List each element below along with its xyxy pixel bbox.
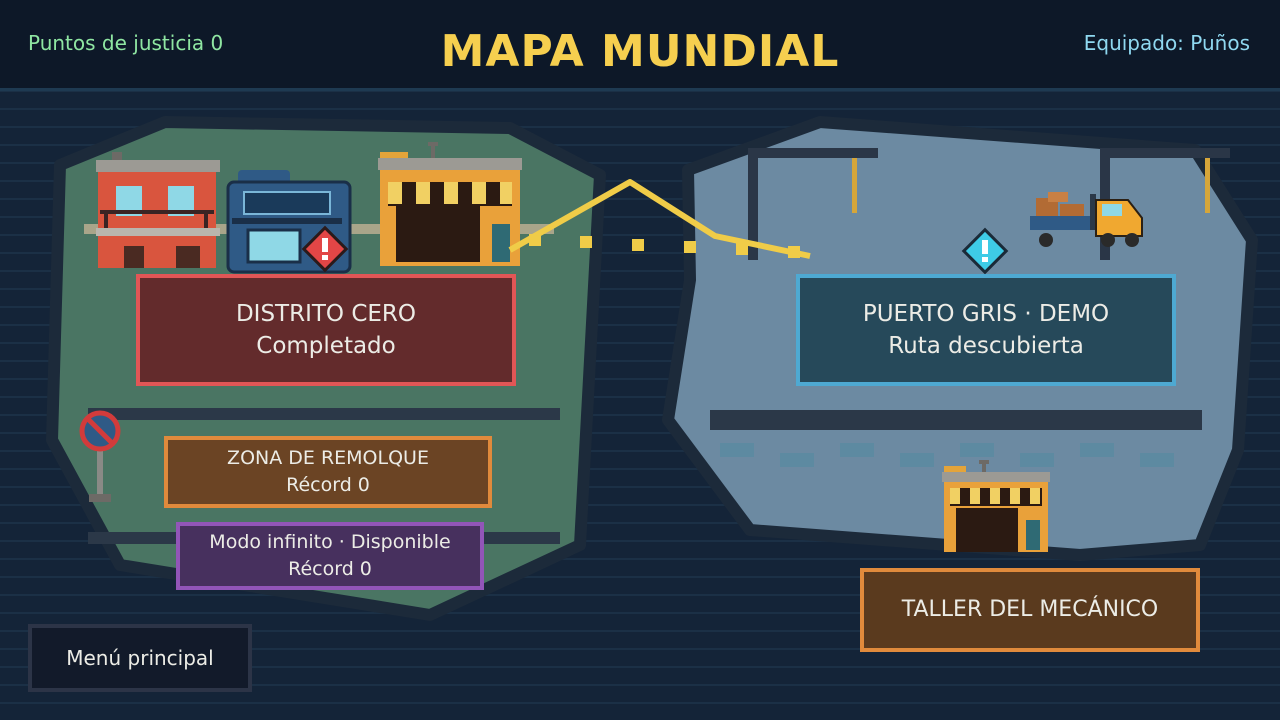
location-name: Modo infinito · Disponible	[209, 531, 451, 554]
orange-shop-building	[378, 142, 522, 266]
page-title: MAPA MUNDIAL	[440, 26, 840, 77]
location-status: Ruta descubierta	[888, 333, 1084, 359]
location-name: ZONA DE REMOLQUE	[227, 447, 429, 470]
location-record: Récord 0	[286, 474, 370, 496]
equipped-weapon-label: Equipado: Puños	[1083, 31, 1250, 55]
location-status: Completado	[256, 333, 396, 359]
location-name: PUERTO GRIS · DEMO	[862, 300, 1110, 327]
red-apartment-building	[96, 152, 220, 268]
delivery-truck	[1030, 192, 1143, 247]
location-zona-remolque-button[interactable]: ZONA DE REMOLQUE Récord 0	[164, 436, 492, 508]
location-name: DISTRITO CERO	[235, 300, 417, 327]
main-menu-button[interactable]: Menú principal	[28, 624, 252, 692]
location-puerto-gris-button[interactable]: PUERTO GRIS · DEMO Ruta descubierta	[796, 274, 1176, 386]
main-menu-label: Menú principal	[66, 646, 214, 670]
infinite-mode-button[interactable]: Modo infinito · Disponible Récord 0	[176, 522, 484, 590]
top-hud-bar: Puntos de justicia 0 MAPA MUNDIAL Equipa…	[0, 0, 1280, 91]
justice-points-counter: Puntos de justicia 0	[28, 31, 224, 55]
route-dots	[529, 234, 800, 258]
harbor-road	[710, 410, 1202, 430]
location-record: Récord 0	[288, 558, 372, 580]
no-parking-sign-icon	[79, 410, 121, 502]
crane-left	[748, 148, 878, 260]
location-name: TALLER DEL MECÁNICO	[901, 596, 1159, 622]
road	[88, 408, 560, 420]
alert-puerto-icon[interactable]	[961, 227, 1009, 275]
mechanic-shop-building	[942, 460, 1050, 552]
road-markings	[720, 443, 1174, 467]
route-path	[508, 179, 811, 259]
location-taller-button[interactable]: TALLER DEL MECÁNICO	[860, 568, 1200, 652]
alert-distrito-icon[interactable]	[301, 225, 349, 273]
location-distrito-cero-button[interactable]: DISTRITO CERO Completado	[136, 274, 516, 386]
